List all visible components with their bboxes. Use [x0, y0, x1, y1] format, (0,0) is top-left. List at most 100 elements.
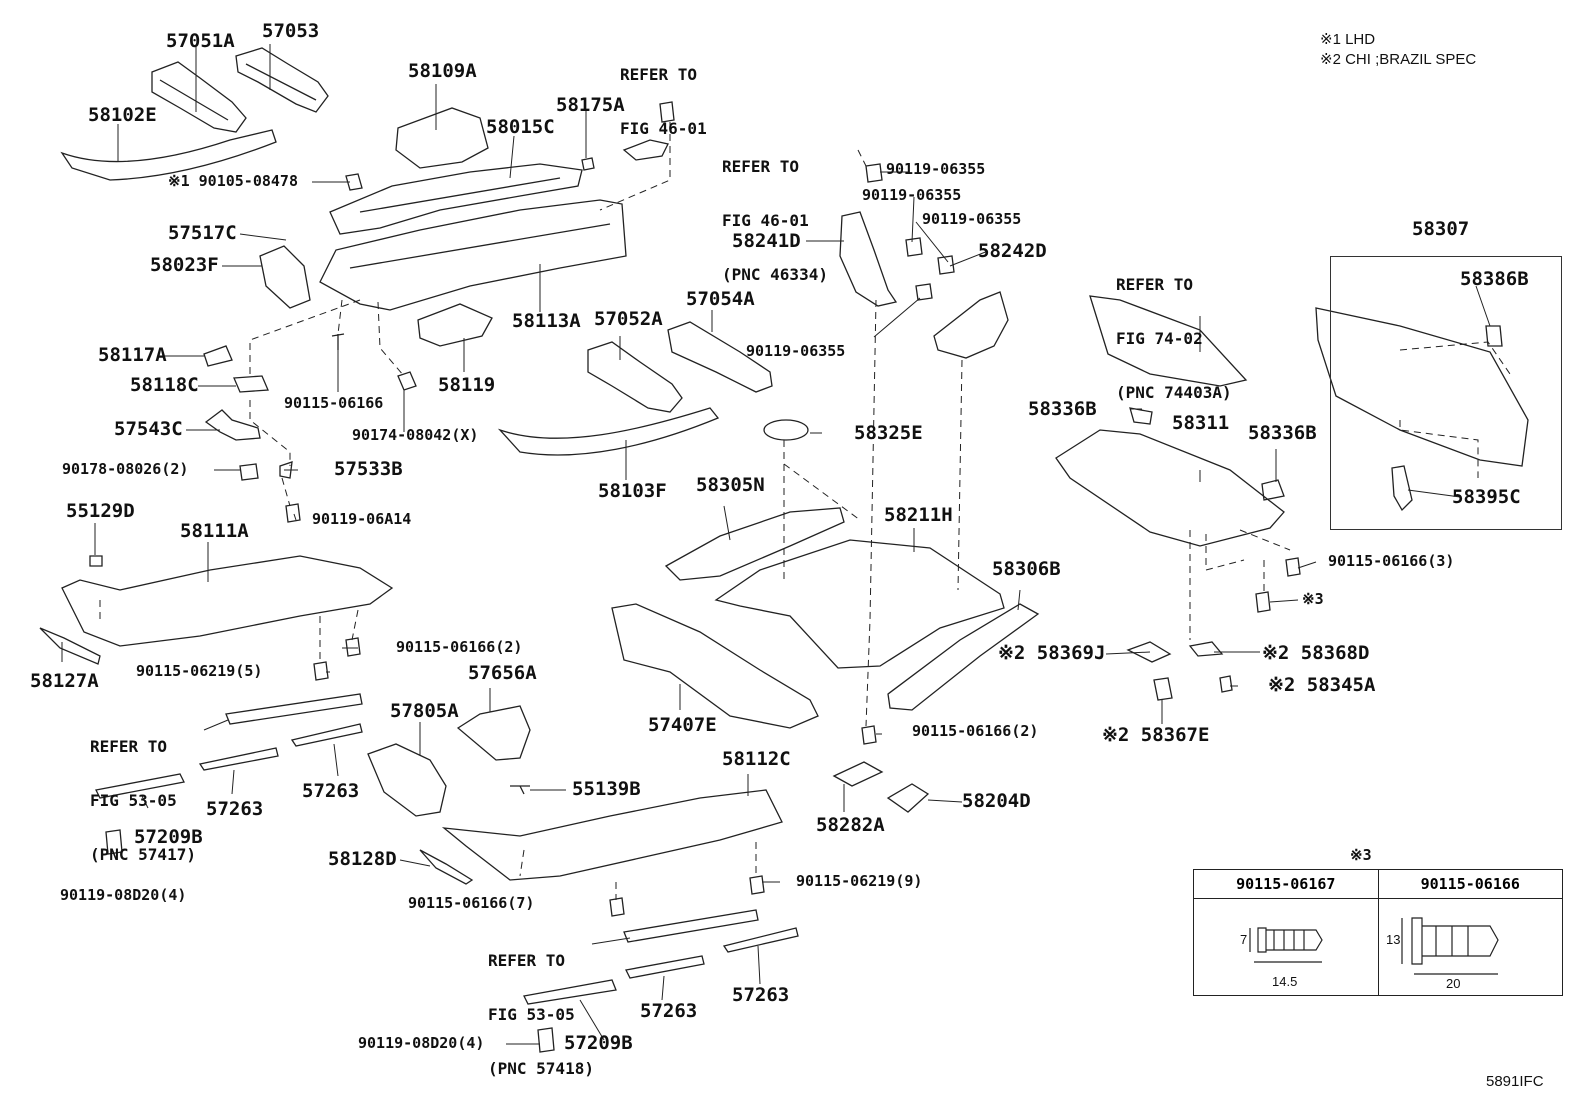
label-58127A[interactable]: 58127A — [30, 670, 99, 692]
label-58241D[interactable]: 58241D — [732, 230, 801, 252]
refer-fig-46-01-a[interactable]: REFER TO FIG 46-01 — [620, 30, 707, 156]
label-90119-06355-a[interactable]: 90119-06355 — [886, 160, 986, 178]
label-58368D[interactable]: ※2 58368D — [1262, 642, 1370, 664]
label-55129D[interactable]: 55129D — [66, 500, 135, 522]
refer-fig-74-02[interactable]: REFER TO FIG 74-02 (PNC 74403A) — [1116, 240, 1232, 420]
part-46334-bracket — [622, 139, 669, 161]
spec-col-90115-06167: 90115-06167 — [1193, 869, 1379, 899]
label-57407E[interactable]: 57407E — [648, 714, 717, 736]
label-58103F[interactable]: 58103F — [598, 480, 667, 502]
label-58204D[interactable]: 58204D — [962, 790, 1031, 812]
part-58113A — [319, 199, 627, 311]
label-57263-b[interactable]: 57263 — [302, 780, 360, 802]
label-58325E[interactable]: 58325E — [854, 422, 923, 444]
label-58386B[interactable]: 58386B — [1460, 268, 1529, 290]
label-58305N[interactable]: 58305N — [696, 474, 765, 496]
label-58109A[interactable]: 58109A — [408, 60, 477, 82]
label-90119-06355-d[interactable]: 90119-06355 — [746, 342, 846, 360]
part-58336B-b — [1261, 479, 1285, 501]
part-90119-06355-b — [905, 237, 923, 257]
label-58015C[interactable]: 58015C — [486, 116, 555, 138]
label-58345A[interactable]: ※2 58345A — [1268, 674, 1376, 696]
label-spec-mark-3[interactable]: ※3 — [1302, 590, 1324, 608]
label-58307[interactable]: 58307 — [1412, 218, 1470, 240]
part-57656A — [456, 705, 531, 761]
label-58336B-b[interactable]: 58336B — [1248, 422, 1317, 444]
label-58113A[interactable]: 58113A — [512, 310, 581, 332]
label-57805A[interactable]: 57805A — [390, 700, 459, 722]
part-58311 — [1055, 429, 1285, 547]
part-90115-06219-5 — [313, 661, 329, 681]
label-57517C[interactable]: 57517C — [168, 222, 237, 244]
label-57263-d[interactable]: 57263 — [732, 984, 790, 1006]
label-58117A[interactable]: 58117A — [98, 344, 167, 366]
refer-line: REFER TO — [1116, 275, 1194, 294]
refer-line: (PNC 57417) — [90, 845, 196, 864]
label-90115-06166-2-b[interactable]: 90115-06166(2) — [912, 722, 1039, 740]
part-58307 — [1315, 307, 1529, 467]
label-57543C[interactable]: 57543C — [114, 418, 183, 440]
label-58118C[interactable]: 58118C — [130, 374, 199, 396]
label-57533B[interactable]: 57533B — [334, 458, 403, 480]
label-90174-08042[interactable]: 90174-08042(X) — [352, 426, 479, 444]
label-90119-06A14[interactable]: 90119-06A14 — [312, 510, 412, 528]
part-90119-08D20-a — [105, 829, 123, 855]
label-90119-06355-c[interactable]: 90119-06355 — [922, 210, 1022, 228]
label-57263-c[interactable]: 57263 — [640, 1000, 698, 1022]
part-90174-08042 — [397, 371, 417, 391]
label-90115-06219-9[interactable]: 90115-06219(9) — [796, 872, 923, 890]
label-90115-06166[interactable]: 90115-06166 — [284, 394, 384, 412]
refer-fig-53-05-b[interactable]: REFER TO FIG 53-05 (PNC 57418) — [488, 916, 594, 1096]
part-58368D — [1188, 641, 1224, 657]
label-58367E[interactable]: ※2 58367E — [1102, 724, 1210, 746]
part-58128D — [419, 849, 474, 885]
figure-code: 5891IFC — [1486, 1073, 1544, 1090]
label-90119-08D20-a[interactable]: 90119-08D20(4) — [60, 886, 187, 904]
label-58175A[interactable]: 58175A — [556, 94, 625, 116]
label-58023F[interactable]: 58023F — [150, 254, 219, 276]
label-58111A[interactable]: 58111A — [180, 520, 249, 542]
label-57209B-b[interactable]: 57209B — [564, 1032, 633, 1054]
label-58211H[interactable]: 58211H — [884, 504, 953, 526]
lhd-mark: ※1 — [168, 172, 199, 190]
label-90115-06166-3[interactable]: 90115-06166(3) — [1328, 552, 1455, 570]
label-58395C[interactable]: 58395C — [1452, 486, 1521, 508]
refer-line: REFER TO — [620, 65, 698, 84]
refer-fig-46-01-b[interactable]: REFER TO FIG 46-01 (PNC 46334) — [722, 122, 828, 302]
label-57209B-a[interactable]: 57209B — [134, 826, 203, 848]
refer-line: (PNC 46334) — [722, 265, 828, 284]
label-57263-a[interactable]: 57263 — [206, 798, 264, 820]
label-57051A[interactable]: 57051A — [166, 30, 235, 52]
part-57053 — [235, 47, 329, 113]
refer-line: REFER TO — [488, 951, 566, 970]
label-58282A[interactable]: 58282A — [816, 814, 885, 836]
label-90115-06166-7[interactable]: 90115-06166(7) — [408, 894, 535, 912]
refer-fig-53-05-a[interactable]: REFER TO FIG 53-05 (PNC 57417) — [90, 702, 196, 882]
label-58102E[interactable]: 58102E — [88, 104, 157, 126]
part-58282A — [832, 761, 884, 787]
label-90119-06355-b[interactable]: 90119-06355 — [862, 186, 962, 204]
label-58128D[interactable]: 58128D — [328, 848, 397, 870]
part-58395C — [1391, 465, 1413, 512]
label-57054A[interactable]: 57054A — [686, 288, 755, 310]
label-90115-06166-2-a[interactable]: 90115-06166(2) — [396, 638, 523, 656]
label-90115-06219-5[interactable]: 90115-06219(5) — [136, 662, 263, 680]
label-90178-08026[interactable]: 90178-08026(2) — [62, 460, 189, 478]
part-74403A-area — [1089, 295, 1248, 387]
label-57656A[interactable]: 57656A — [468, 662, 537, 684]
label-90105-08478[interactable]: ※1 90105-08478 — [168, 174, 298, 189]
label-58306B[interactable]: 58306B — [992, 558, 1061, 580]
label-58119[interactable]: 58119 — [438, 374, 496, 396]
label-58336B-a[interactable]: 58336B — [1028, 398, 1097, 420]
label-55139B[interactable]: 55139B — [572, 778, 641, 800]
label-58311[interactable]: 58311 — [1172, 412, 1230, 434]
part-58345A — [1219, 675, 1233, 693]
label-57053[interactable]: 57053 — [262, 20, 320, 42]
label-57052A[interactable]: 57052A — [594, 308, 663, 330]
label-58242D[interactable]: 58242D — [978, 240, 1047, 262]
part-57263-d — [722, 927, 799, 953]
label-90119-08D20-b[interactable]: 90119-08D20(4) — [358, 1034, 485, 1052]
label-58112C[interactable]: 58112C — [722, 748, 791, 770]
label-58369J[interactable]: ※2 58369J — [998, 642, 1106, 664]
